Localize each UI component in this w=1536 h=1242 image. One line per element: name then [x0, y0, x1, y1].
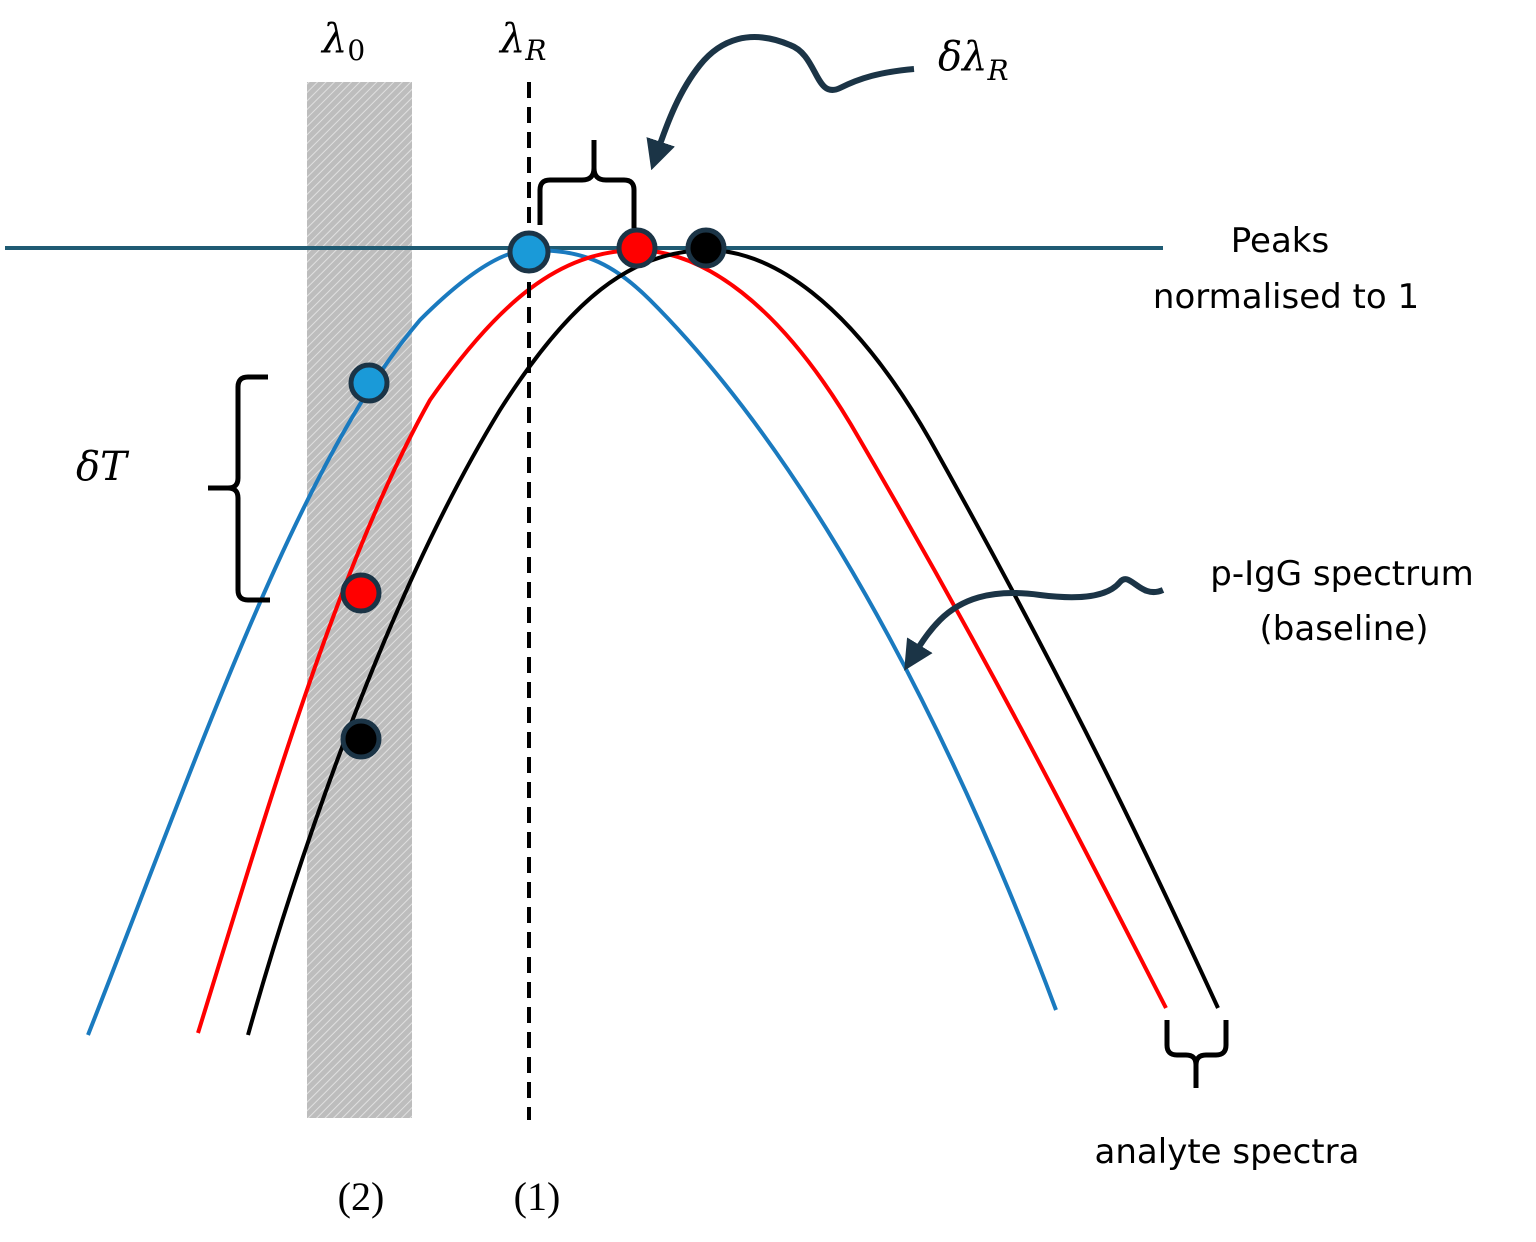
pigg-label-line1: p-IgG spectrum	[1210, 554, 1474, 594]
delta-lambda-r-arrow	[646, 34, 915, 171]
pigg-label-line2: (baseline)	[1260, 609, 1429, 649]
marker-2-label: (2)	[338, 1174, 385, 1219]
black-lambda0-point	[340, 718, 382, 760]
delta-lambda-r-brace	[537, 140, 637, 228]
delta-lambda-r-label: δλR	[938, 34, 1009, 87]
red-peak-point	[616, 227, 658, 269]
pigg-spectrum-arrow	[904, 576, 1165, 671]
lambda0-label: λ0	[320, 16, 365, 67]
analyte-spectra-label: analyte spectra	[1095, 1132, 1360, 1172]
lambda-r-label: λR	[498, 16, 546, 67]
red-lambda0-point	[340, 572, 382, 614]
peaks-label-line2: normalised to 1	[1153, 277, 1419, 317]
peaks-label-line1: Peaks	[1231, 221, 1329, 261]
analyte-spectra-brace	[1164, 1020, 1229, 1088]
delta-t-label: δT	[76, 444, 130, 490]
delta-t-brace	[208, 374, 270, 603]
marker-1-label: (1)	[514, 1174, 561, 1219]
blue-peak-point	[507, 230, 551, 274]
black-peak-point	[685, 227, 727, 269]
blue-lambda0-point	[348, 362, 390, 404]
